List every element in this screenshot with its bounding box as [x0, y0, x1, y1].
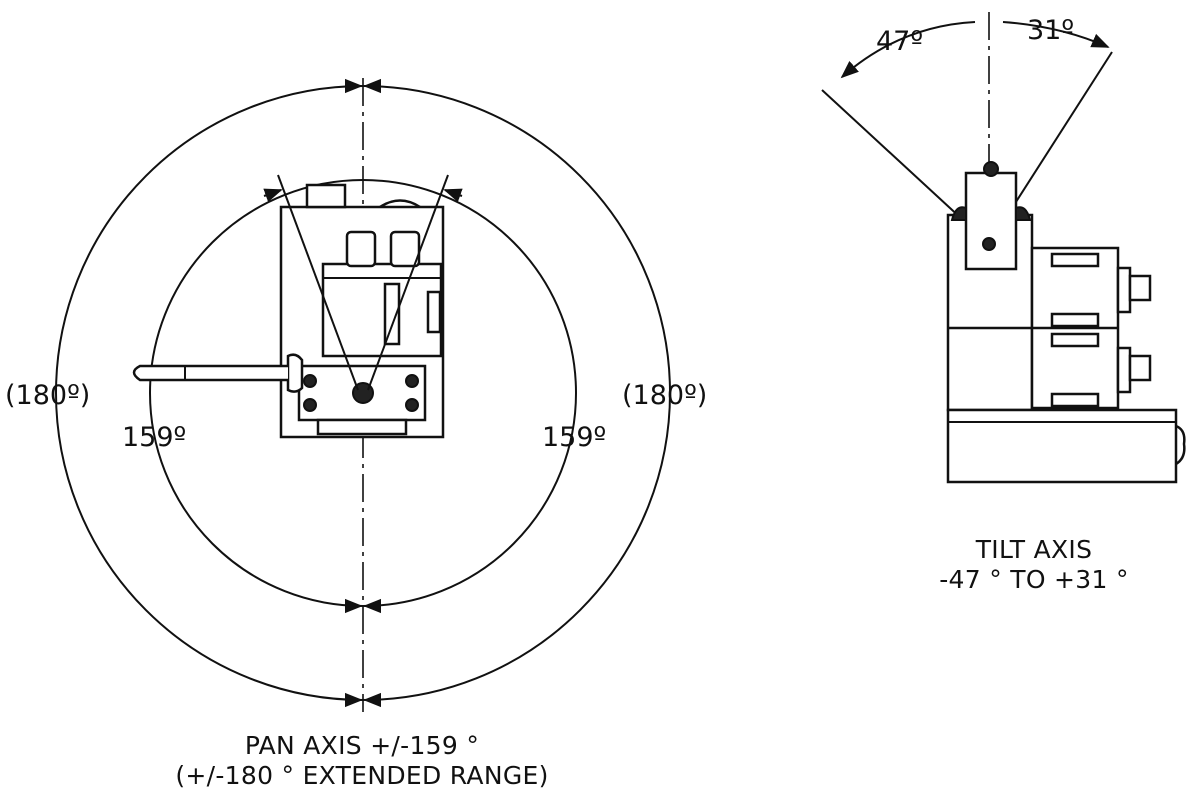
- tilt-bracket: [964, 171, 1018, 271]
- tilt-motor-tab-1: [1050, 252, 1100, 268]
- pan-limit-line-right: [367, 174, 449, 391]
- tilt-bracket-ear-left: [950, 206, 967, 221]
- tilt-knob-base-2: [1116, 346, 1132, 394]
- pan-range-arrow-left: [263, 188, 283, 203]
- pan-view: (180º) (180º) 159º 159º PAN AXIS +/-159 …: [5, 78, 707, 790]
- tilt-up-label: 31º: [1027, 15, 1074, 46]
- tilt-top-nut: [983, 161, 999, 177]
- pan-top-cap: [379, 199, 421, 209]
- tilt-knob-1: [1128, 274, 1152, 302]
- tilt-motor-tab-3: [1050, 332, 1100, 348]
- pan-lower-flange: [316, 418, 408, 436]
- tilt-down-label: 47º: [876, 26, 923, 57]
- tilt-pivot: [982, 237, 996, 251]
- pan-range-arrow-right: [443, 188, 463, 203]
- tilt-knob-base-1: [1116, 266, 1132, 314]
- tilt-down-arc: [840, 21, 976, 79]
- tilt-bracket-ear-right: [1015, 206, 1032, 221]
- tilt-knob-2: [1128, 354, 1152, 382]
- pan-extended-label-right: (180º): [622, 380, 707, 411]
- pan-caption-line1: PAN AXIS +/-159 °: [245, 731, 479, 760]
- tilt-caption-line2: -47 ° TO +31 °: [939, 565, 1129, 594]
- pan-extended-label-left: (180º): [5, 380, 90, 411]
- pan-bolt-4: [405, 398, 419, 412]
- pan-slot-left: [383, 282, 401, 346]
- tilt-motor-tab-2: [1050, 312, 1100, 328]
- pan-range-label-right: 159º: [542, 422, 606, 453]
- pan-caption-line2: (+/-180 ° EXTENDED RANGE): [175, 761, 548, 790]
- pan-range-label-left: 159º: [122, 422, 186, 453]
- tilt-view: 47º 31º TILT AXIS -47 ° TO +31 °: [821, 12, 1186, 594]
- tilt-base-connector: [1175, 424, 1186, 466]
- pan-limit-line-left: [277, 174, 359, 391]
- tilt-caption-line1: TILT AXIS: [975, 535, 1093, 564]
- pan-knob-right: [389, 230, 421, 268]
- pan-knob-left: [345, 230, 377, 268]
- tilt-base-plate: [946, 408, 1178, 484]
- pan-slot-right: [426, 290, 442, 334]
- pan-motor-housing: [321, 262, 443, 358]
- pan-bolt-3: [405, 374, 419, 388]
- pan-cable-gland: [286, 353, 304, 393]
- tilt-motor-tab-4: [1050, 392, 1100, 408]
- pan-bolt-2: [303, 398, 317, 412]
- tilt-up-arc: [1002, 21, 1110, 48]
- pan-cable: [132, 364, 288, 382]
- pan-top-connector: [305, 183, 347, 209]
- pan-bolt-1: [303, 374, 317, 388]
